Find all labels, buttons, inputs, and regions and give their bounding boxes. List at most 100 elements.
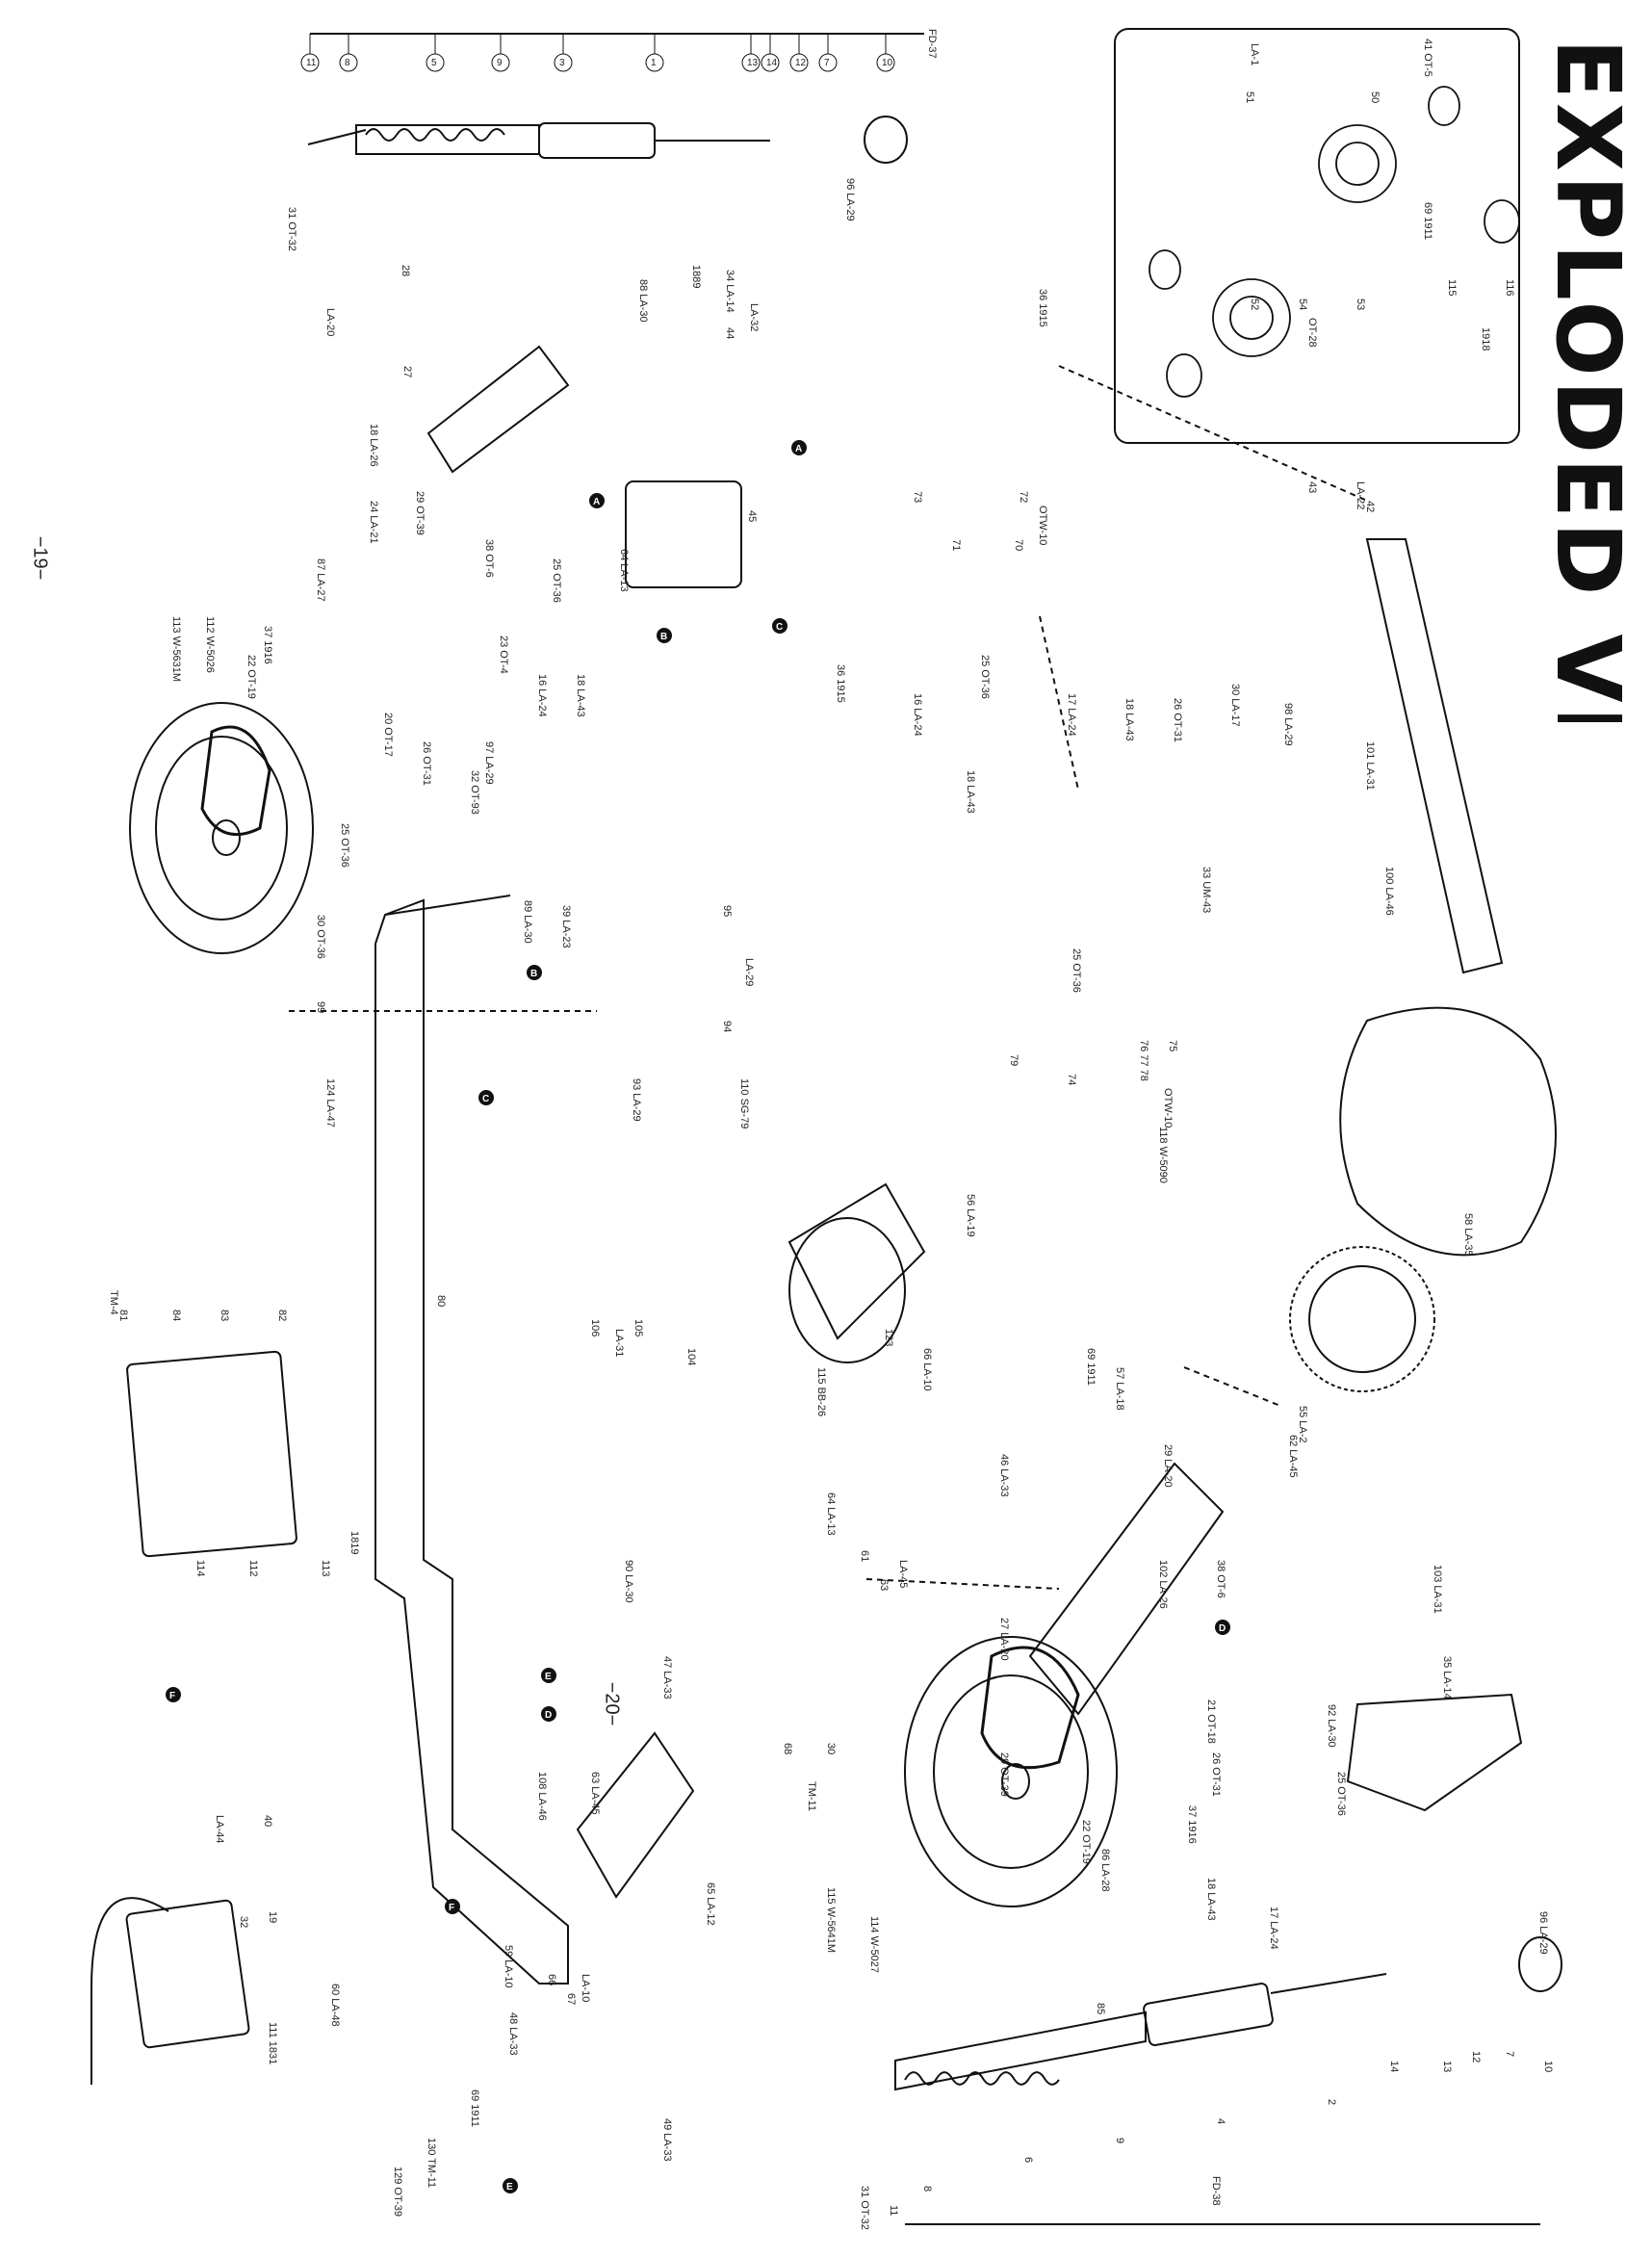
callout-label-l134: 63 LA-45 xyxy=(589,1772,601,1815)
callout-label-l2: 31 OT-32 xyxy=(286,207,297,251)
section-marker-d: D xyxy=(541,1706,556,1722)
callout-label-l83: 123 xyxy=(883,1329,894,1346)
callout-label-l122: 35 LA-14 xyxy=(1441,1656,1453,1699)
callout-label-l29: 25 OT-36 xyxy=(979,655,991,699)
front-shock-callout-number: 13 xyxy=(747,58,759,68)
callout-label-l68: LA-29 xyxy=(743,958,755,986)
callout-label-l14: 18 LA-43 xyxy=(575,674,586,717)
callout-label-l21: 1889 xyxy=(690,265,702,288)
steering-plate xyxy=(1346,1693,1523,1812)
callout-label-l85: 69 1911 xyxy=(1085,1348,1097,1386)
belt-drive xyxy=(576,1731,695,1899)
callout-label-l61: 32 OT-93 xyxy=(469,770,480,815)
callout-label-l117: 30 xyxy=(825,1743,837,1754)
callout-label-l116: 68 xyxy=(782,1743,793,1754)
callout-label-l131: 115 W-5641M xyxy=(825,1887,837,1953)
callout-label-l144: 129 OT-39 xyxy=(392,2166,403,2217)
callout-label-l3: 28 xyxy=(400,265,411,276)
callout-label-l142: 69 1911 xyxy=(469,2089,480,2127)
callout-label-l94: 83 xyxy=(219,1310,230,1321)
callout-label-l62: 25 OT-36 xyxy=(339,823,350,868)
section-marker-letter: C xyxy=(776,622,783,633)
callout-label-l97: 106 xyxy=(589,1319,601,1336)
callout-label-l50: OT-28 xyxy=(1306,318,1318,348)
rear-shock-assembly xyxy=(894,1936,1562,2225)
callout-label-l82: 58 LA-35 xyxy=(1462,1213,1474,1257)
callout-label-l9: 38 OT-6 xyxy=(483,539,495,578)
callout-label-l47: 52 xyxy=(1249,298,1260,310)
callout-label-l20: 34 LA-14 xyxy=(724,270,736,313)
callout-label-l12: 23 OT-4 xyxy=(498,636,509,674)
gear-cover xyxy=(1339,1006,1557,1257)
callout-label-l26: 71 xyxy=(950,539,962,551)
servo xyxy=(625,480,742,588)
callout-label-l79: OTW-10 xyxy=(1162,1088,1174,1128)
callout-label-l115: 47 LA-33 xyxy=(661,1656,673,1699)
rear-shock-code: FD-38 xyxy=(1210,2176,1222,2206)
callout-label-l152: 10 xyxy=(1542,2061,1554,2072)
section-marker-d: D xyxy=(1215,1620,1230,1635)
receiver xyxy=(125,1899,250,2049)
callout-label-l30: 16 LA-24 xyxy=(912,693,923,737)
callout-label-l91: TM-4 xyxy=(108,1290,119,1315)
callout-label-l111: 114 xyxy=(194,1560,206,1577)
callout-label-l44: 51 xyxy=(1244,91,1255,103)
differential-parts xyxy=(1149,86,1520,398)
callout-label-l87: 55 LA-2 xyxy=(1297,1406,1308,1443)
callout-label-l52: 116 xyxy=(1504,279,1515,297)
callout-label-l45: 50 xyxy=(1369,91,1381,103)
callout-label-l65: 89 LA-30 xyxy=(522,900,533,944)
callout-label-l51: 115 xyxy=(1446,279,1458,297)
callout-label-l57: 113 W-5631M xyxy=(170,616,182,682)
callout-label-l34: 26 OT-31 xyxy=(1172,698,1183,742)
callout-label-l49: 53 xyxy=(1355,298,1366,310)
front-shock-callout-number: 1 xyxy=(651,58,657,68)
callout-label-l72: 110 SG-79 xyxy=(738,1078,750,1128)
callout-label-l24: 72 xyxy=(1018,491,1029,503)
callout-label-l101: 115 BB-26 xyxy=(815,1367,827,1416)
callout-label-l90: 46 LA-33 xyxy=(998,1454,1010,1497)
callout-label-l140: 48 LA-33 xyxy=(507,2012,519,2056)
front-shock-callout: 12 xyxy=(789,34,809,72)
callout-label-l70: 124 LA-47 xyxy=(324,1078,336,1128)
side-rail xyxy=(1365,538,1504,974)
callout-label-l126: 22 OT-19 xyxy=(1080,1820,1092,1864)
front-shock-callout-number: 8 xyxy=(345,58,350,68)
callout-label-l124: 29 OT-39 xyxy=(998,1752,1010,1797)
callout-label-l127: 86 LA-28 xyxy=(1099,1849,1111,1892)
section-marker-letter: F xyxy=(449,1903,454,1913)
callout-label-l129: 17 LA-24 xyxy=(1268,1907,1279,1950)
section-marker-f: F xyxy=(166,1687,181,1702)
section-marker-a: A xyxy=(791,440,807,455)
callout-label-l13: 16 LA-24 xyxy=(536,674,548,717)
front-shock-callout: 9 xyxy=(491,34,510,72)
section-marker-letter: A xyxy=(795,444,802,454)
callout-label-l78: 79 xyxy=(1008,1054,1020,1066)
front-shock-callout: 11 xyxy=(300,34,320,72)
callout-label-l59: 26 OT-31 xyxy=(421,741,432,786)
callout-label-l19: 45 xyxy=(746,510,758,522)
callout-label-l119: 21 OT-18 xyxy=(1205,1699,1217,1744)
callout-label-l105: LA-45 xyxy=(897,1560,909,1588)
section-marker-a: A xyxy=(589,493,605,508)
section-marker-letter: B xyxy=(660,632,667,642)
callout-label-l4: LA-20 xyxy=(324,308,336,336)
section-marker-e: E xyxy=(503,2178,518,2193)
callout-label-l42: LA-1 xyxy=(1249,43,1260,65)
callout-label-l32: 17 LA-24 xyxy=(1066,693,1077,737)
callout-label-l161: 8 xyxy=(921,2186,933,2192)
front-shock-callout: 7 xyxy=(818,34,838,72)
callout-label-l112: 112 xyxy=(247,1560,259,1577)
callout-label-l96: 80 xyxy=(435,1295,447,1307)
section-marker-letter: E xyxy=(545,1672,552,1682)
callout-label-l10: 87 LA-27 xyxy=(315,558,326,602)
front-shock-callout-number: 14 xyxy=(766,58,778,68)
callout-label-l138: 67 xyxy=(565,1993,577,2005)
callout-label-l75: 76 77 78 xyxy=(1138,1040,1149,1081)
callout-label-l16: 88 LA-30 xyxy=(637,279,649,323)
callout-label-l6: 18 LA-26 xyxy=(368,424,379,467)
callout-label-l156: 14 xyxy=(1388,2061,1400,2072)
section-marker-b: B xyxy=(527,965,542,980)
